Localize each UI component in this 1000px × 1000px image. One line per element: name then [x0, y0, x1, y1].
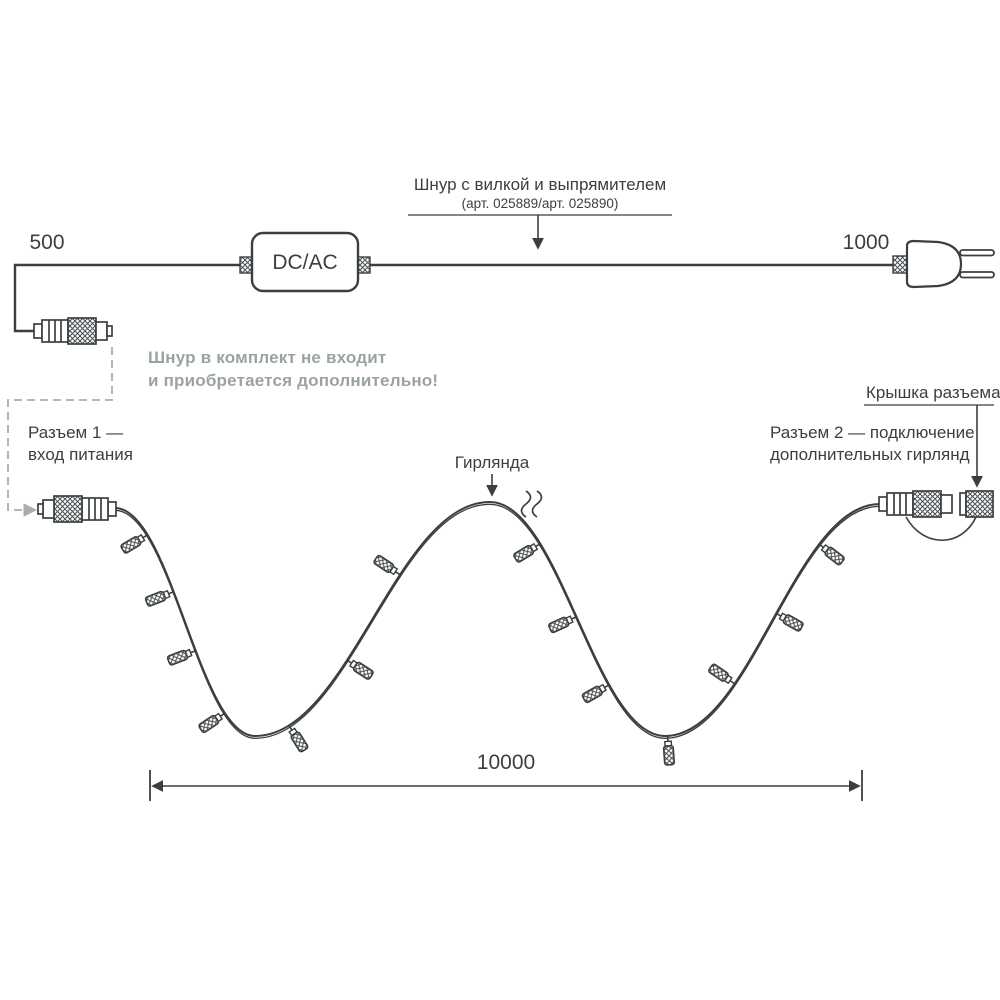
garland-wire-strand2 [114, 503, 881, 739]
dc-ac-converter: DC/AC [239, 231, 371, 293]
lamp [513, 542, 541, 563]
length-right-label: 1000 [843, 231, 890, 254]
length-left-label: 500 [29, 231, 64, 254]
note-line1: Шнур в комплект не входит [148, 348, 386, 367]
plug-pin-bottom [959, 271, 995, 279]
connector1-line1: Разъем 1 — [28, 423, 123, 442]
plug-ferrule [892, 255, 908, 274]
connector1-line2: вход питания [28, 445, 133, 464]
garland-label: Гирлянда [455, 453, 530, 497]
garland-label-text: Гирлянда [455, 453, 530, 472]
cord-left-segment [13, 263, 240, 333]
cap-label-text: Крышка разъема [866, 383, 1000, 402]
lamp [708, 663, 736, 685]
lamp [144, 589, 174, 607]
plug-body [905, 239, 963, 289]
lamp [775, 612, 804, 632]
note: Шнур в комплект не входит и приобретаетс… [148, 348, 438, 390]
dashed-connection-path [7, 347, 113, 517]
garland-input-connector [37, 495, 117, 523]
connector2-label: Разъем 2 — подключение дополнительных ги… [770, 423, 975, 464]
converter-label: DC/AC [272, 251, 337, 274]
converter-box [250, 231, 360, 293]
lamp [120, 533, 149, 554]
lamp [198, 712, 226, 734]
lamp [346, 659, 374, 680]
mains-plug [892, 239, 995, 289]
garland-length-dimension: 10000 [149, 751, 863, 801]
power-output-connector [33, 317, 113, 345]
lamp [548, 615, 577, 634]
connector-cap [959, 490, 994, 518]
connector2-line1: Разъем 2 — подключение [770, 423, 975, 442]
lamp [288, 725, 309, 753]
cord-article: (арт. 025889/арт. 025890) [462, 196, 619, 211]
connector1-label: Разъем 1 — вход питания [28, 423, 133, 464]
lamp [662, 735, 676, 766]
cord-label: Шнур с вилкой и выпрямителем [414, 175, 666, 194]
garland-length-value: 10000 [477, 751, 535, 774]
garland-lamps [120, 533, 845, 766]
cap-label: Крышка разъема [864, 383, 1000, 488]
wire-break-symbol [520, 490, 543, 518]
lamp [581, 683, 610, 704]
connector2-line2: дополнительных гирлянд [770, 445, 970, 464]
note-line2: и приобретается дополнительно! [148, 371, 438, 390]
garland-wire [114, 501, 881, 737]
lamp [818, 543, 845, 566]
lamp [373, 554, 401, 576]
plug-pin-top [959, 249, 995, 257]
garland-output-connector [878, 490, 994, 541]
lamp [166, 648, 196, 666]
cap-tether [905, 516, 977, 541]
power-cord-assembly: Шнур с вилкой и выпрямителем (арт. 02588… [13, 175, 995, 345]
